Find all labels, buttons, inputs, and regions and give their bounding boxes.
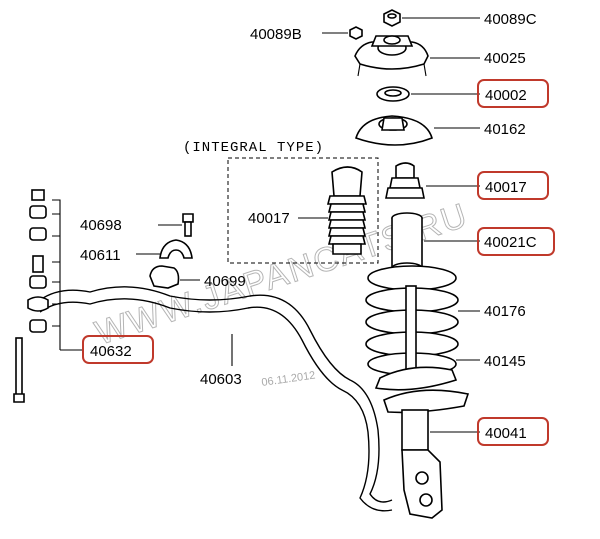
part-nut-40089c[interactable] bbox=[383, 9, 401, 27]
integral-type-title: (INTEGRAL TYPE) bbox=[183, 140, 324, 156]
label-40699: 40699 bbox=[204, 273, 246, 290]
label-40025: 40025 bbox=[484, 50, 526, 67]
part-stabilizer-bar-40603[interactable] bbox=[39, 286, 393, 512]
part-stabilizer-link-40632[interactable] bbox=[13, 189, 49, 403]
label-40632: 40632 bbox=[90, 343, 132, 360]
part-boot-integral-40017[interactable] bbox=[326, 166, 368, 255]
part-bearing-40002[interactable] bbox=[376, 86, 410, 102]
label-40089c: 40089C bbox=[484, 11, 537, 28]
label-40176: 40176 bbox=[484, 303, 526, 320]
label-40089b: 40089B bbox=[250, 26, 302, 43]
label-40041: 40041 bbox=[485, 425, 527, 442]
highlight-40632 bbox=[82, 335, 154, 364]
integral-type-box bbox=[227, 157, 379, 264]
part-strut-40041[interactable] bbox=[383, 389, 470, 519]
part-bracket-40611[interactable] bbox=[159, 239, 193, 259]
highlight-40041 bbox=[477, 417, 549, 446]
label-40698: 40698 bbox=[80, 217, 122, 234]
highlight-40021c bbox=[477, 227, 555, 256]
label-40021c: 40021C bbox=[484, 234, 537, 251]
label-40017: 40017 bbox=[485, 179, 527, 196]
part-nut-40089b[interactable] bbox=[349, 26, 363, 40]
label-40017-integral: 40017 bbox=[248, 210, 290, 227]
part-spring-seat-40162[interactable] bbox=[355, 115, 433, 146]
part-bolt-40698[interactable] bbox=[182, 213, 194, 237]
part-bump-stop-40017[interactable] bbox=[385, 162, 425, 199]
label-40145: 40145 bbox=[484, 353, 526, 370]
label-40002: 40002 bbox=[485, 87, 527, 104]
highlight-40017 bbox=[477, 171, 549, 200]
part-dust-cover-40021c[interactable] bbox=[391, 212, 423, 274]
part-bushing-40699[interactable] bbox=[149, 265, 180, 289]
label-40603: 40603 bbox=[200, 371, 242, 388]
highlight-40002 bbox=[477, 79, 549, 108]
label-40162: 40162 bbox=[484, 121, 526, 138]
label-40611: 40611 bbox=[80, 247, 121, 264]
part-spring-pad-40145[interactable] bbox=[374, 366, 458, 391]
date-stamp: 06.11.2012 bbox=[261, 370, 316, 389]
part-coil-spring-40176[interactable] bbox=[365, 265, 459, 377]
part-strut-mount-40025[interactable] bbox=[354, 35, 429, 77]
